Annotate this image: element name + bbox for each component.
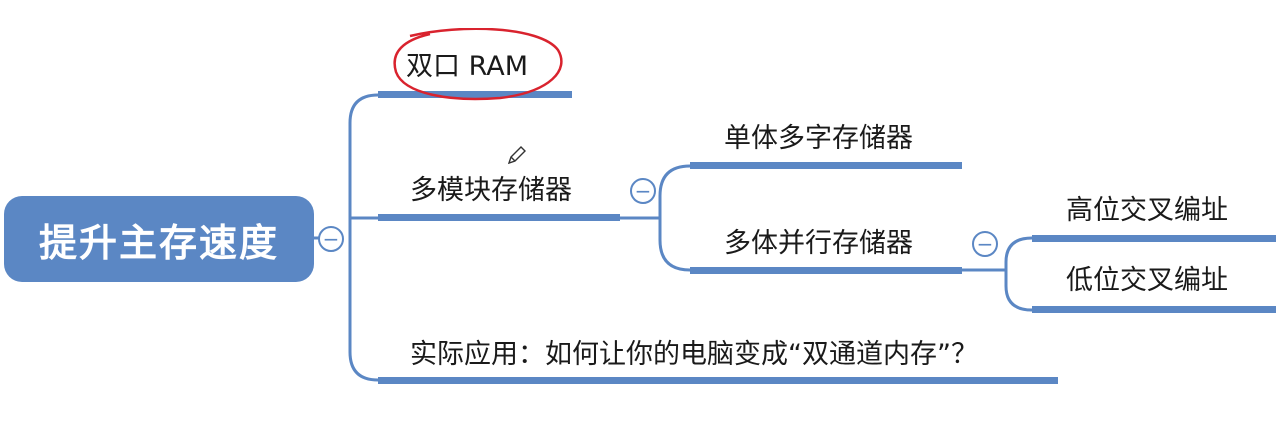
node-label: 高位交叉编址 — [1066, 195, 1228, 226]
node-underline — [378, 91, 572, 98]
multi-parallel-collapse-button[interactable]: − — [972, 231, 998, 257]
node-underline — [690, 267, 962, 274]
node-single-multiword[interactable]: 单体多字存储器 — [724, 122, 913, 156]
node-multi-module[interactable]: 多模块存储器 — [410, 174, 572, 208]
node-low-interleave[interactable]: 低位交叉编址 — [1066, 264, 1228, 298]
root-label: 提升主存速度 — [38, 220, 279, 265]
minus-icon: − — [634, 179, 652, 203]
connector-spine — [348, 93, 379, 382]
node-underline — [378, 214, 620, 221]
node-label: 低位交叉编址 — [1066, 265, 1228, 296]
connector-leaf-spine — [1004, 236, 1033, 312]
minus-icon: − — [976, 232, 994, 256]
node-underline — [1032, 235, 1276, 242]
pencil-icon — [507, 146, 526, 165]
multi-module-collapse-button[interactable]: − — [630, 178, 656, 204]
node-underline — [1032, 306, 1276, 313]
red-circle-annotation — [393, 28, 563, 101]
connector-sub-spine — [658, 164, 691, 272]
node-label: 实际应用：如何让你的电脑变成“双通道内存”？ — [410, 339, 978, 370]
root-node[interactable]: 提升主存速度 — [4, 196, 314, 282]
node-multi-parallel[interactable]: 多体并行存储器 — [724, 227, 913, 261]
node-label: 多模块存储器 — [410, 175, 572, 206]
node-application[interactable]: 实际应用：如何让你的电脑变成“双通道内存”？ — [410, 338, 978, 372]
node-underline — [378, 377, 1058, 384]
node-high-interleave[interactable]: 高位交叉编址 — [1066, 194, 1228, 228]
node-label: 单体多字存储器 — [724, 123, 913, 154]
node-label: 双口 RAM — [406, 51, 529, 82]
node-label: 多体并行存储器 — [724, 228, 913, 259]
node-dual-port-ram[interactable]: 双口 RAM — [406, 50, 528, 84]
minus-icon: − — [322, 227, 340, 251]
node-underline — [690, 162, 962, 169]
root-collapse-button[interactable]: − — [318, 226, 344, 252]
